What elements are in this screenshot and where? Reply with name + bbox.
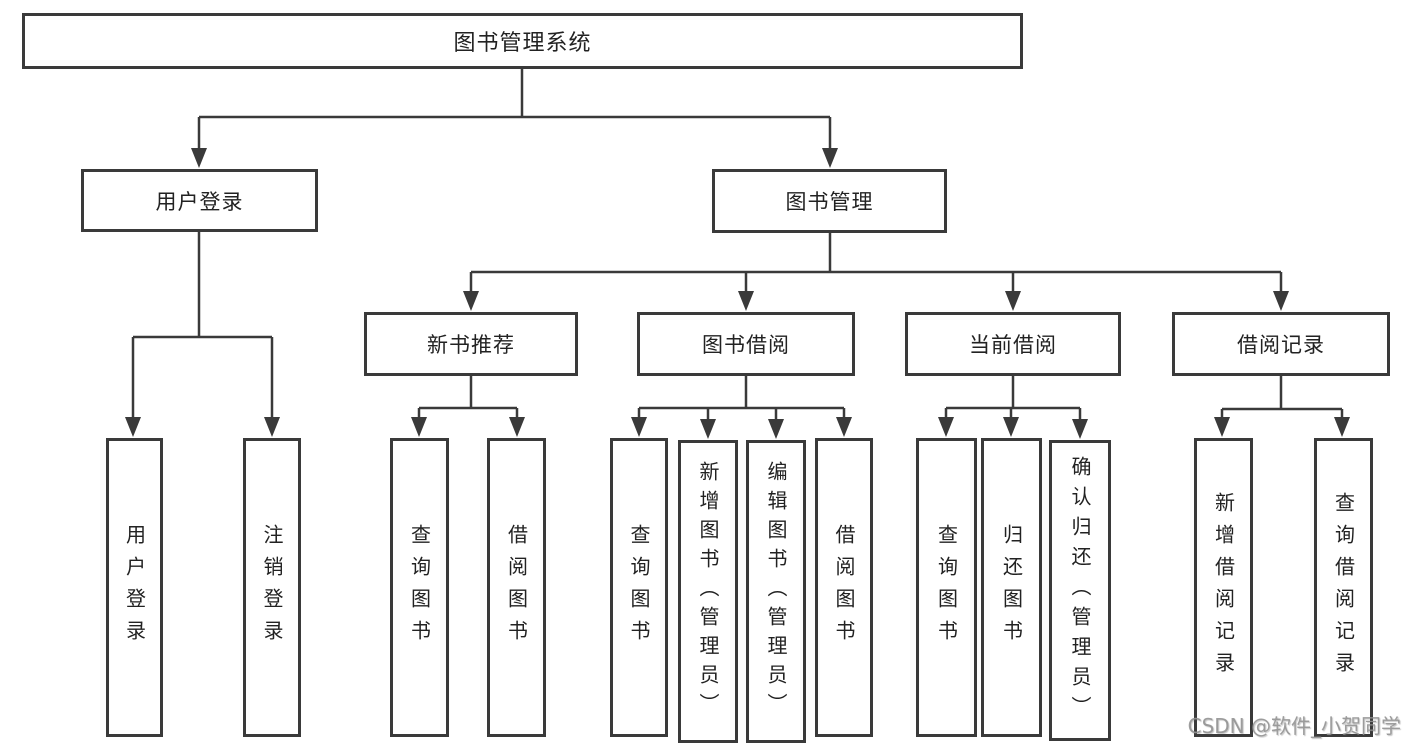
node-book-borrowing: 图书借阅 (637, 312, 855, 376)
node-user-login: 用户登录 (81, 169, 318, 232)
leaf-query-borrow-record-label: 查询借阅记录 (1331, 491, 1356, 684)
leaf-user-login-label: 用户登录 (122, 523, 147, 652)
leaf-add-borrow-record: 新增借阅记录 (1194, 438, 1253, 737)
leaf-user-login: 用户登录 (106, 438, 163, 737)
leaf-return-books: 归还图书 (981, 438, 1042, 737)
leaf-query-books-current: 查询图书 (916, 438, 977, 737)
leaf-query-books-recommend-label: 查询图书 (407, 523, 432, 652)
leaf-query-books-borrowing-label: 查询图书 (627, 523, 651, 652)
node-current-borrowing: 当前借阅 (905, 312, 1121, 376)
leaf-query-books-current-label: 查询图书 (934, 523, 959, 652)
node-borrowing-records: 借阅记录 (1172, 312, 1390, 376)
node-new-book-recommend: 新书推荐 (364, 312, 578, 376)
leaf-confirm-return-admin: 确认归还（管理员） (1049, 440, 1111, 741)
leaf-query-borrow-record: 查询借阅记录 (1314, 438, 1373, 737)
leaf-query-books-borrowing: 查询图书 (610, 438, 668, 737)
node-library-management-system: 图书管理系统 (22, 13, 1023, 69)
arrowheads (125, 148, 1350, 439)
leaf-logout-label: 注销登录 (260, 523, 284, 652)
csdn-watermark: CSDN @软件_小贺同学 (1187, 714, 1401, 738)
leaf-add-borrow-record-label: 新增借阅记录 (1211, 491, 1236, 684)
leaf-query-books-recommend: 查询图书 (390, 438, 449, 737)
leaf-logout: 注销登录 (243, 438, 301, 737)
leaf-borrow-books-borrowing-label: 借阅图书 (832, 523, 856, 652)
leaf-add-books-admin: 新增图书（管理员） (678, 440, 738, 743)
leaf-borrow-books-recommend: 借阅图书 (487, 438, 546, 737)
leaf-edit-books-admin: 编辑图书（管理员） (746, 440, 806, 743)
node-book-management: 图书管理 (712, 169, 947, 233)
leaf-edit-books-admin-label: 编辑图书（管理员） (764, 461, 788, 722)
leaf-borrow-books-recommend-label: 借阅图书 (504, 523, 529, 652)
leaf-confirm-return-admin-label: 确认归还（管理员） (1068, 455, 1092, 726)
leaf-return-books-label: 归还图书 (999, 523, 1024, 652)
leaf-add-books-admin-label: 新增图书（管理员） (696, 461, 720, 722)
leaf-borrow-books-borrowing: 借阅图书 (815, 438, 873, 737)
